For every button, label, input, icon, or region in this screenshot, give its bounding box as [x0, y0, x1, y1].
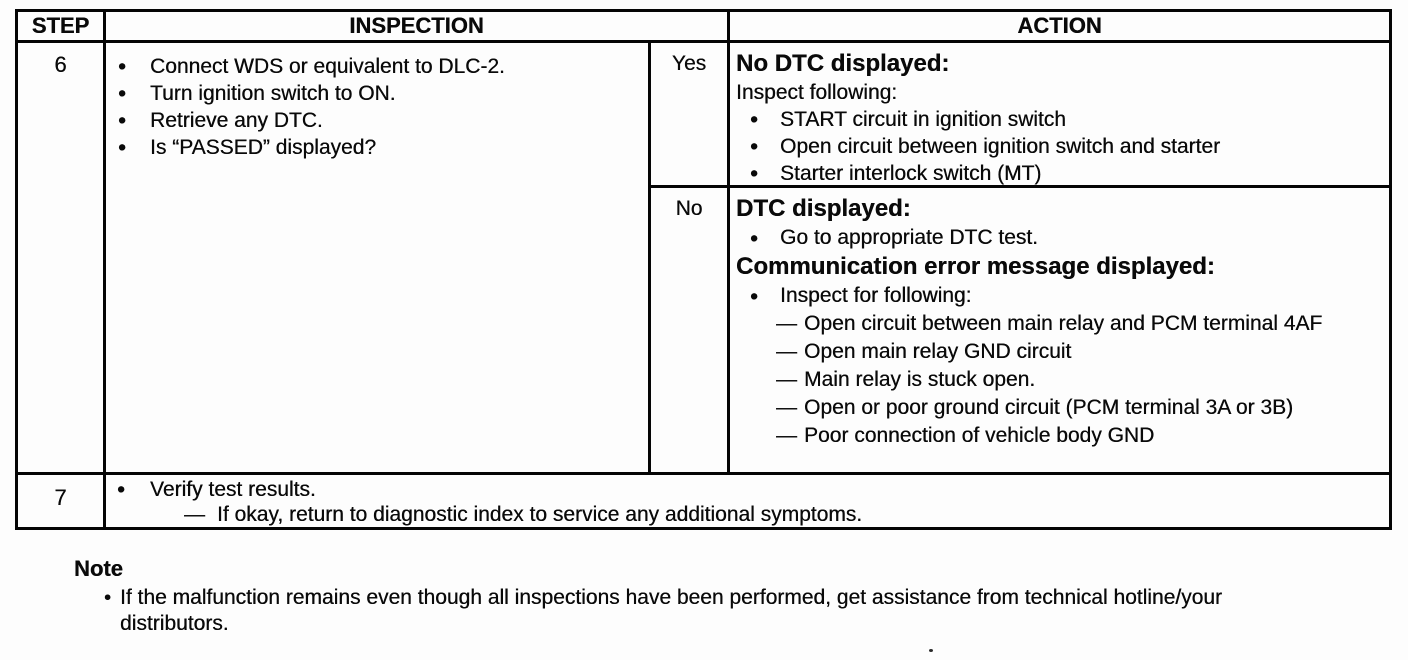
action-intro: Inspect following: [736, 81, 898, 104]
column-header-action: ACTION [1017, 13, 1102, 38]
inspection-item: • Turn ignition switch to ON. [118, 80, 648, 107]
action-item: • Open circuit between ignition switch a… [750, 133, 1379, 160]
answer-no-cell: No [651, 188, 730, 472]
dash-icon: — [776, 396, 797, 419]
bullet-icon: • [118, 107, 127, 133]
action-no-list-1: • Go to appropriate DTC test. [736, 224, 1379, 252]
action-item: • Go to appropriate DTC test. [750, 224, 1379, 252]
note-item: • If the malfunction remains even though… [104, 585, 1250, 637]
scan-speck [929, 649, 933, 652]
step-7-sub-item-text: If okay, return to diagnostic index to s… [217, 503, 863, 526]
action-item-text: Starter interlock switch (MT) [780, 162, 1042, 185]
action-no-list-2: • Inspect for following: [736, 282, 1379, 310]
inspection-item-text: Turn ignition switch to ON. [150, 82, 396, 105]
sub-item-text: Open circuit between main relay and PCM … [804, 312, 1323, 335]
inspection-item-text: Is “PASSED” displayed? [150, 136, 377, 159]
note-item-text: If the malfunction remains even though a… [120, 586, 1222, 635]
bullet-icon: • [750, 225, 759, 251]
header-row: STEP INSPECTION ACTION [18, 12, 1389, 43]
sub-item: — Open circuit between main relay and PC… [776, 310, 1379, 338]
action-branches: Yes No DTC displayed: Inspect following:… [651, 43, 1389, 472]
inspection-item-text: Connect WDS or equivalent to DLC-2. [150, 55, 505, 78]
action-item: • Inspect for following: [750, 282, 1379, 310]
action-item-text: Inspect for following: [780, 284, 972, 307]
inspection-item: • Is “PASSED” displayed? [118, 134, 648, 161]
bullet-icon: • [104, 587, 112, 609]
inspection-item: • Retrieve any DTC. [118, 107, 648, 134]
dash-icon: — [776, 424, 797, 447]
bullet-icon: • [118, 134, 127, 160]
bullet-icon: • [750, 160, 759, 186]
sub-item-text: Main relay is stuck open. [804, 368, 1036, 391]
sub-item: — Main relay is stuck open. [776, 366, 1379, 394]
step-7-number: 7 [18, 475, 106, 527]
sub-item-text: Open main relay GND circuit [804, 340, 1072, 363]
bullet-icon: • [750, 133, 759, 159]
action-heading: Communication error message displayed: [736, 253, 1215, 280]
action-no-sub-list: — Open circuit between main relay and PC… [736, 310, 1379, 450]
branch-yes: Yes No DTC displayed: Inspect following:… [651, 43, 1389, 188]
bullet-icon: • [118, 53, 127, 79]
step-7-bullet-text: Verify test results. [150, 478, 316, 501]
step-6-inspection-cell: • Connect WDS or equivalent to DLC-2. • … [106, 43, 651, 472]
sub-item-text: Poor connection of vehicle body GND [804, 424, 1155, 447]
step-7-bullet-item: • Verify test results. [106, 477, 1389, 502]
inspection-item-text: Retrieve any DTC. [150, 109, 323, 132]
dash-icon: — [776, 340, 797, 363]
action-item-text: Go to appropriate DTC test. [780, 226, 1038, 249]
bullet-icon: • [750, 283, 759, 309]
sub-item-text: Open or poor ground circuit (PCM termina… [804, 396, 1294, 419]
dash-icon: — [776, 312, 797, 335]
step-6-number: 6 [18, 43, 106, 472]
action-item: • START circuit in ignition switch [750, 106, 1379, 133]
note-title: Note [74, 556, 123, 581]
sub-item: — Open or poor ground circuit (PCM termi… [776, 394, 1379, 422]
action-yes-list: • START circuit in ignition switch • Ope… [736, 106, 1379, 187]
column-header-inspection: INSPECTION [106, 12, 730, 40]
note-list: • If the malfunction remains even though… [74, 585, 1250, 637]
branch-no: No DTC displayed: • Go to appropriate DT… [651, 188, 1389, 472]
step-6-row: 6 • Connect WDS or equivalent to DLC-2. … [18, 43, 1389, 475]
step-7-row: 7 • Verify test results. — If okay, retu… [18, 475, 1389, 527]
action-heading: No DTC displayed: [736, 50, 950, 77]
step-7-content-cell: • Verify test results. — If okay, return… [106, 475, 1389, 527]
inspection-item: • Connect WDS or equivalent to DLC-2. [118, 53, 648, 80]
dash-icon: — [184, 503, 205, 526]
sub-item: — Open main relay GND circuit [776, 338, 1379, 366]
action-heading: DTC displayed: [736, 195, 911, 222]
sub-item: — Poor connection of vehicle body GND [776, 422, 1379, 450]
inspection-list: • Connect WDS or equivalent to DLC-2. • … [106, 53, 648, 161]
column-header-step: STEP [18, 12, 106, 40]
bullet-icon: • [117, 476, 126, 502]
action-item: • Starter interlock switch (MT) [750, 160, 1379, 187]
action-no-cell: DTC displayed: • Go to appropriate DTC t… [730, 188, 1389, 472]
action-item-text: START circuit in ignition switch [780, 108, 1066, 131]
diagnostic-table: STEP INSPECTION ACTION 6 • Connect WDS o… [15, 9, 1392, 530]
bullet-icon: • [118, 80, 127, 106]
step-7-sub-item: — If okay, return to diagnostic index to… [106, 502, 1389, 527]
dash-icon: — [776, 368, 797, 391]
action-item-text: Open circuit between ignition switch and… [780, 135, 1221, 158]
answer-yes-cell: Yes [651, 43, 730, 185]
bullet-icon: • [750, 106, 759, 132]
action-yes-cell: No DTC displayed: Inspect following: • S… [730, 43, 1389, 187]
step-7-list: • Verify test results. — If okay, return… [106, 477, 1389, 527]
note-section: Note • If the malfunction remains even t… [74, 556, 1250, 637]
